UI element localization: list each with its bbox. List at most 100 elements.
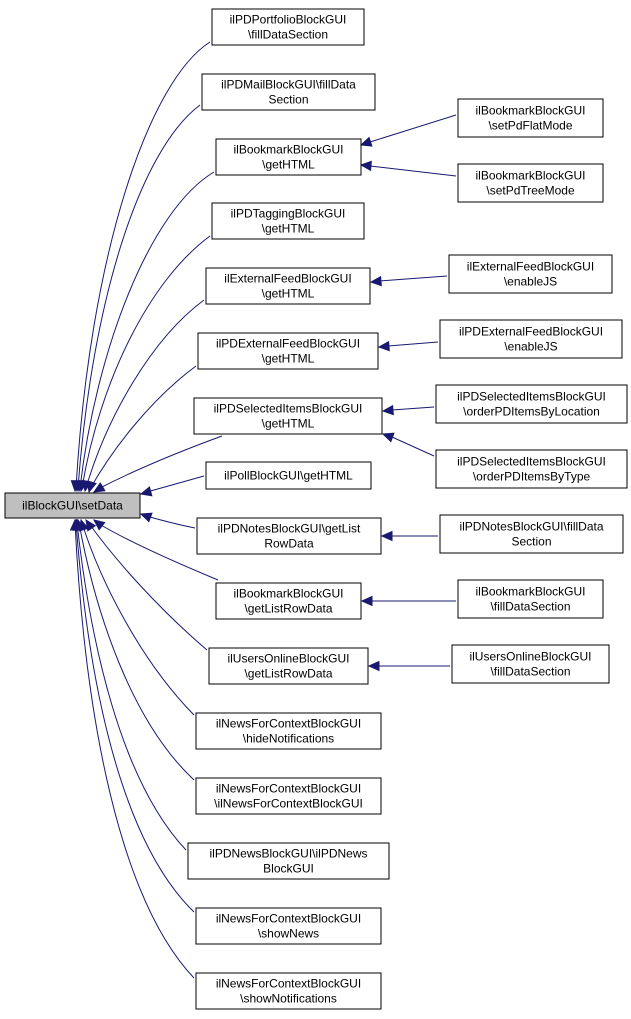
call-edge-m6-arrowhead: [381, 432, 395, 443]
function-node[interactable]: ilPDMailBlockGUI\fillDataSection: [201, 73, 376, 111]
call-edge-n3: [79, 171, 215, 489]
call-edge-m2-arrowhead: [359, 160, 372, 172]
function-node-label: ilUsersOnlineBlockGUI: [227, 652, 349, 666]
call-edge-n2: [77, 104, 201, 489]
function-node-label: ilPDExternalFeedBlockGUI: [459, 325, 603, 339]
function-node-label: Section: [268, 93, 308, 107]
function-node[interactable]: ilNewsForContextBlockGUI\showNews: [195, 907, 382, 945]
function-node-label: ilPDNotesBlockGUI\fillData: [459, 520, 603, 534]
function-node-box[interactable]: [208, 647, 369, 685]
function-node-label: ilBookmarkBlockGUI: [233, 587, 343, 601]
function-node-label: \showNews: [258, 927, 319, 941]
call-edge-n12: [81, 522, 195, 716]
function-node-label: ilNewsForContextBlockGUI: [216, 912, 361, 926]
call-edge-m5: [391, 406, 435, 411]
function-node[interactable]: ilBookmarkBlockGUI\setPdFlatMode: [457, 98, 604, 138]
call-edge-m7-arrowhead: [380, 530, 393, 542]
call-edge-n5: [85, 299, 205, 489]
function-node[interactable]: ilPDNotesBlockGUI\getListRowData: [196, 517, 382, 555]
function-node[interactable]: ilBookmarkBlockGUI\getListRowData: [215, 582, 362, 620]
function-node-label: \getListRowData: [244, 667, 332, 681]
function-node[interactable]: ilBookmarkBlockGUI\getHTML: [215, 138, 362, 176]
function-node-box[interactable]: [448, 254, 613, 294]
function-node-box[interactable]: [195, 777, 382, 815]
function-node[interactable]: ilPDTaggingBlockGUI\getHTML: [211, 202, 365, 240]
call-edge-m4: [387, 341, 439, 347]
function-node-box[interactable]: [195, 712, 382, 750]
function-node[interactable]: ilExternalFeedBlockGUI\enableJS: [448, 254, 613, 294]
function-node-label: BlockGUI: [263, 862, 314, 876]
function-node-box[interactable]: [211, 8, 365, 46]
function-node[interactable]: ilUsersOnlineBlockGUI\getListRowData: [208, 647, 369, 685]
function-node-label: \ilNewsForContextBlockGUI: [214, 797, 363, 811]
call-edge-m3: [379, 275, 448, 282]
function-node[interactable]: ilPDExternalFeedBlockGUI\enableJS: [439, 319, 623, 359]
call-edge-n8: [142, 475, 205, 494]
function-node-label: Section: [511, 535, 551, 549]
function-node[interactable]: ilNewsForContextBlockGUI\hideNotificatio…: [195, 712, 382, 750]
function-node[interactable]: ilNewsForContextBlockGUI\showNotificatio…: [195, 972, 382, 1010]
function-node-box[interactable]: [215, 138, 362, 176]
function-node[interactable]: ilNewsForContextBlockGUI\ilNewsForContex…: [195, 777, 382, 815]
function-node[interactable]: ilUsersOnlineBlockGUI\fillDataSection: [451, 644, 610, 684]
call-edge-n6: [89, 365, 197, 490]
call-edge-n4: [81, 235, 211, 489]
function-node-box[interactable]: [211, 202, 365, 240]
call-edge-m2: [369, 165, 457, 177]
function-node-label: ilBlockGUI\setData: [22, 499, 123, 513]
function-node-label: ilPDNewsBlockGUI\ilPDNews: [209, 847, 367, 861]
function-node-box[interactable]: [457, 579, 604, 619]
function-node-box[interactable]: [201, 73, 376, 111]
function-node[interactable]: ilPDExternalFeedBlockGUI\getHTML: [197, 332, 379, 370]
function-node-label: ilBookmarkBlockGUI: [233, 143, 343, 157]
function-node[interactable]: ilPDPortfolioBlockGUI\fillDataSection: [211, 8, 365, 46]
root-node[interactable]: ilBlockGUI\setData: [4, 492, 141, 519]
function-node-label: ilPDPortfolioBlockGUI: [230, 13, 347, 27]
function-node[interactable]: ilPDNotesBlockGUI\fillDataSection: [439, 514, 624, 554]
function-node[interactable]: ilPDSelectedItemsBlockGUI\orderPDItemsBy…: [435, 384, 628, 424]
function-node[interactable]: ilBookmarkBlockGUI\setPdTreeMode: [457, 163, 604, 203]
call-edge-m1-arrowhead: [359, 136, 373, 147]
function-node-box[interactable]: [195, 972, 382, 1010]
function-node[interactable]: ilBookmarkBlockGUI\fillDataSection: [457, 579, 604, 619]
call-edge-m9-arrowhead: [367, 660, 380, 672]
function-node-box[interactable]: [457, 98, 604, 138]
function-node-label: \getHTML: [262, 158, 315, 172]
call-edge-n15: [75, 522, 195, 913]
function-node-box[interactable]: [187, 842, 390, 880]
function-node-box[interactable]: [439, 319, 623, 359]
function-node-label: \getHTML: [262, 222, 315, 236]
function-node-box[interactable]: [196, 517, 382, 555]
call-edge-n9-arrowhead: [139, 512, 153, 523]
function-node-box[interactable]: [195, 907, 382, 945]
function-node-box[interactable]: [457, 163, 604, 203]
call-edge-m3-arrowhead: [369, 275, 382, 287]
function-node-box[interactable]: [197, 332, 379, 370]
call-edge-m5-arrowhead: [381, 404, 394, 416]
function-node-label: \getHTML: [262, 352, 315, 366]
function-node[interactable]: ilExternalFeedBlockGUI\getHTML: [205, 267, 371, 305]
function-node-label: \fillDataSection: [490, 665, 570, 679]
call-edge-m1: [369, 114, 457, 143]
function-node-label: \enableJS: [504, 340, 557, 354]
function-node-box[interactable]: [193, 397, 383, 435]
call-edge-n10: [95, 521, 219, 581]
function-node[interactable]: ilPDNewsBlockGUI\ilPDNewsBlockGUI: [187, 842, 390, 880]
function-node[interactable]: ilPDSelectedItemsBlockGUI\orderPDItemsBy…: [435, 449, 628, 489]
nodes-layer: ilBlockGUI\setDatailPDPortfolioBlockGUI\…: [4, 8, 628, 1010]
function-node[interactable]: ilPollBlockGUI\getHTML: [205, 461, 372, 490]
function-node-label: \hideNotifications: [243, 732, 334, 746]
function-node-box[interactable]: [435, 449, 628, 489]
call-edge-m6: [391, 436, 435, 457]
function-node-label: ilPollBlockGUI\getHTML: [224, 469, 353, 483]
function-node[interactable]: ilPDSelectedItemsBlockGUI\getHTML: [193, 397, 383, 435]
function-node-box[interactable]: [205, 267, 371, 305]
function-node-label: ilPDSelectedItemsBlockGUI: [457, 390, 606, 404]
function-node-box[interactable]: [435, 384, 628, 424]
function-node-box[interactable]: [205, 461, 372, 490]
function-node-box[interactable]: [215, 582, 362, 620]
root-node-box[interactable]: [4, 492, 141, 519]
function-node-box[interactable]: [451, 644, 610, 684]
call-edge-m4-arrowhead: [377, 340, 390, 352]
function-node-box[interactable]: [439, 514, 624, 554]
